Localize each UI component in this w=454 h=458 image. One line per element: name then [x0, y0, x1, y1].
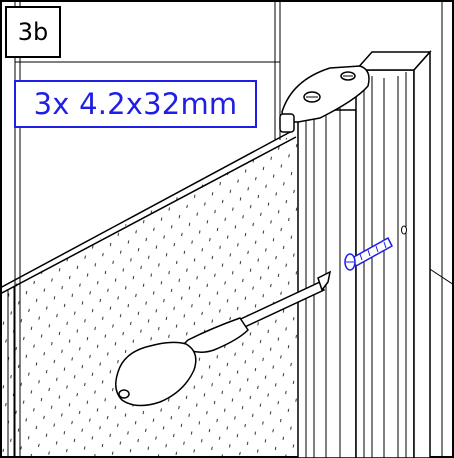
step-number-badge: 3b	[5, 6, 61, 58]
fastener-spec-label: 3x 4.2x32mm	[14, 80, 257, 128]
top-cap	[279, 65, 370, 133]
perforated-panel	[0, 135, 300, 458]
panel-top-edge	[0, 130, 297, 458]
screwdriver-icon	[115, 270, 332, 407]
screw-icon	[344, 236, 393, 271]
